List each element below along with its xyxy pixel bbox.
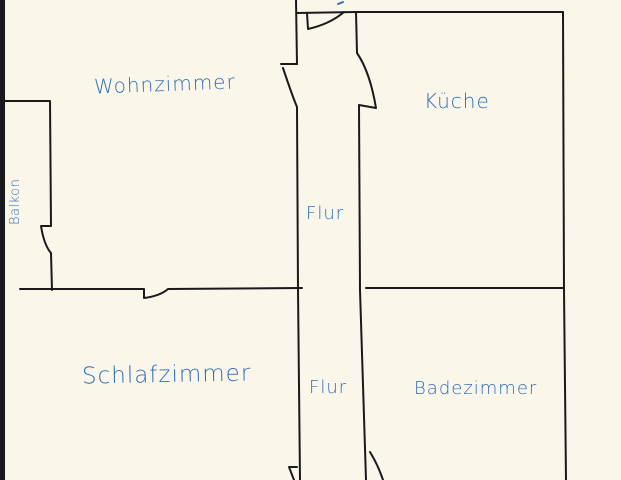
room-label-badezimmer: Badezimmer xyxy=(414,378,538,399)
drawing-canvas[interactable]: Wohnzimmer Küche Balkon Flur Flur Schlaf… xyxy=(3,0,621,480)
room-label-flur-lower: Flur xyxy=(309,377,348,398)
room-label-wohnzimmer: Wohnzimmer xyxy=(93,69,237,99)
room-label-balkon: Balkon xyxy=(8,178,23,225)
room-label-schlafzimmer: Schlafzimmer xyxy=(81,360,252,390)
canvas-left-edge xyxy=(0,0,5,480)
canvas-edge-divider xyxy=(5,0,6,480)
room-label-flur-upper: Flur xyxy=(306,203,345,224)
room-label-kueche: Küche xyxy=(424,89,490,113)
